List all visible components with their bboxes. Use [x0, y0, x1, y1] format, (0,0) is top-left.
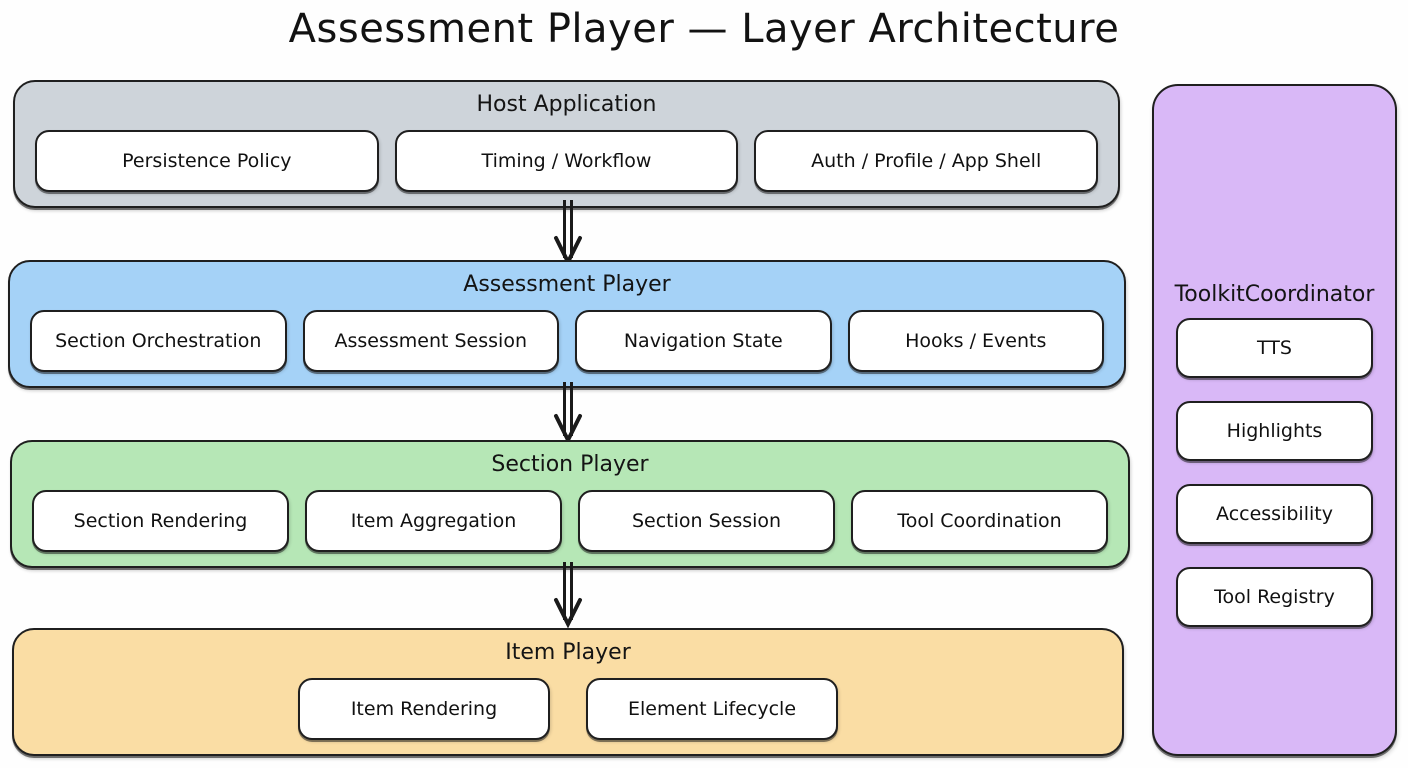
- layer-title-item-player: Item Player: [505, 640, 631, 665]
- node-assessment-session[interactable]: Assessment Session: [302, 310, 559, 372]
- node-label: Timing / Workflow: [481, 150, 652, 172]
- node-persistence-policy[interactable]: Persistence Policy: [35, 130, 379, 192]
- node-section-orchestration[interactable]: Section Orchestration: [30, 310, 287, 372]
- node-item-aggregation[interactable]: Item Aggregation: [305, 490, 562, 552]
- node-hooks-events[interactable]: Hooks / Events: [847, 310, 1104, 372]
- node-tool-coordination[interactable]: Tool Coordination: [851, 490, 1108, 552]
- node-section-rendering[interactable]: Section Rendering: [32, 490, 289, 552]
- panel-title-toolkit-coordinator: ToolkitCoordinator: [1174, 282, 1375, 307]
- node-label: Assessment Session: [334, 330, 527, 352]
- layer-title-section-player: Section Player: [491, 452, 649, 477]
- node-section-session[interactable]: Section Session: [578, 490, 835, 552]
- layer-assessment-player[interactable]: Assessment Player Section Orchestration …: [8, 260, 1126, 388]
- node-label: Accessibility: [1216, 503, 1333, 525]
- node-label: Section Orchestration: [55, 330, 262, 352]
- node-element-lifecycle[interactable]: Element Lifecycle: [586, 678, 838, 740]
- node-label: Section Rendering: [73, 510, 248, 532]
- layer-title-host-application: Host Application: [476, 92, 657, 117]
- node-accessibility[interactable]: Accessibility: [1176, 484, 1373, 544]
- node-label: Item Rendering: [350, 698, 498, 720]
- connector-section-to-item: [554, 562, 582, 629]
- node-label: TTS: [1257, 337, 1292, 359]
- node-label: Tool Coordination: [897, 510, 1062, 532]
- node-label: Navigation State: [623, 330, 783, 352]
- layer-title-assessment-player: Assessment Player: [463, 272, 671, 297]
- node-label: Hooks / Events: [905, 330, 1047, 352]
- layer-section-player[interactable]: Section Player Section Rendering Item Ag…: [10, 440, 1130, 568]
- node-label: Persistence Policy: [122, 150, 292, 172]
- layer-item-player[interactable]: Item Player Item Rendering Element Lifec…: [12, 628, 1124, 756]
- node-auth-profile-app-shell[interactable]: Auth / Profile / App Shell: [754, 130, 1099, 192]
- node-label: Tool Registry: [1214, 586, 1335, 608]
- node-label: Section Session: [631, 510, 782, 532]
- node-label: Item Aggregation: [350, 510, 517, 532]
- node-tool-registry[interactable]: Tool Registry: [1176, 567, 1373, 627]
- node-tts[interactable]: TTS: [1176, 318, 1373, 378]
- panel-toolkit-coordinator[interactable]: ToolkitCoordinator TTS Highlights Access…: [1152, 84, 1397, 756]
- node-label: Auth / Profile / App Shell: [811, 150, 1042, 172]
- page-title: Assessment Player — Layer Architecture: [288, 6, 1120, 52]
- node-highlights[interactable]: Highlights: [1176, 401, 1373, 461]
- layer-host-application[interactable]: Host Application Persistence Policy Timi…: [13, 80, 1120, 208]
- node-label: Element Lifecycle: [627, 698, 797, 720]
- node-item-rendering[interactable]: Item Rendering: [298, 678, 550, 740]
- node-label: Highlights: [1226, 420, 1323, 442]
- node-timing-workflow[interactable]: Timing / Workflow: [394, 130, 739, 192]
- node-navigation-state[interactable]: Navigation State: [575, 310, 832, 372]
